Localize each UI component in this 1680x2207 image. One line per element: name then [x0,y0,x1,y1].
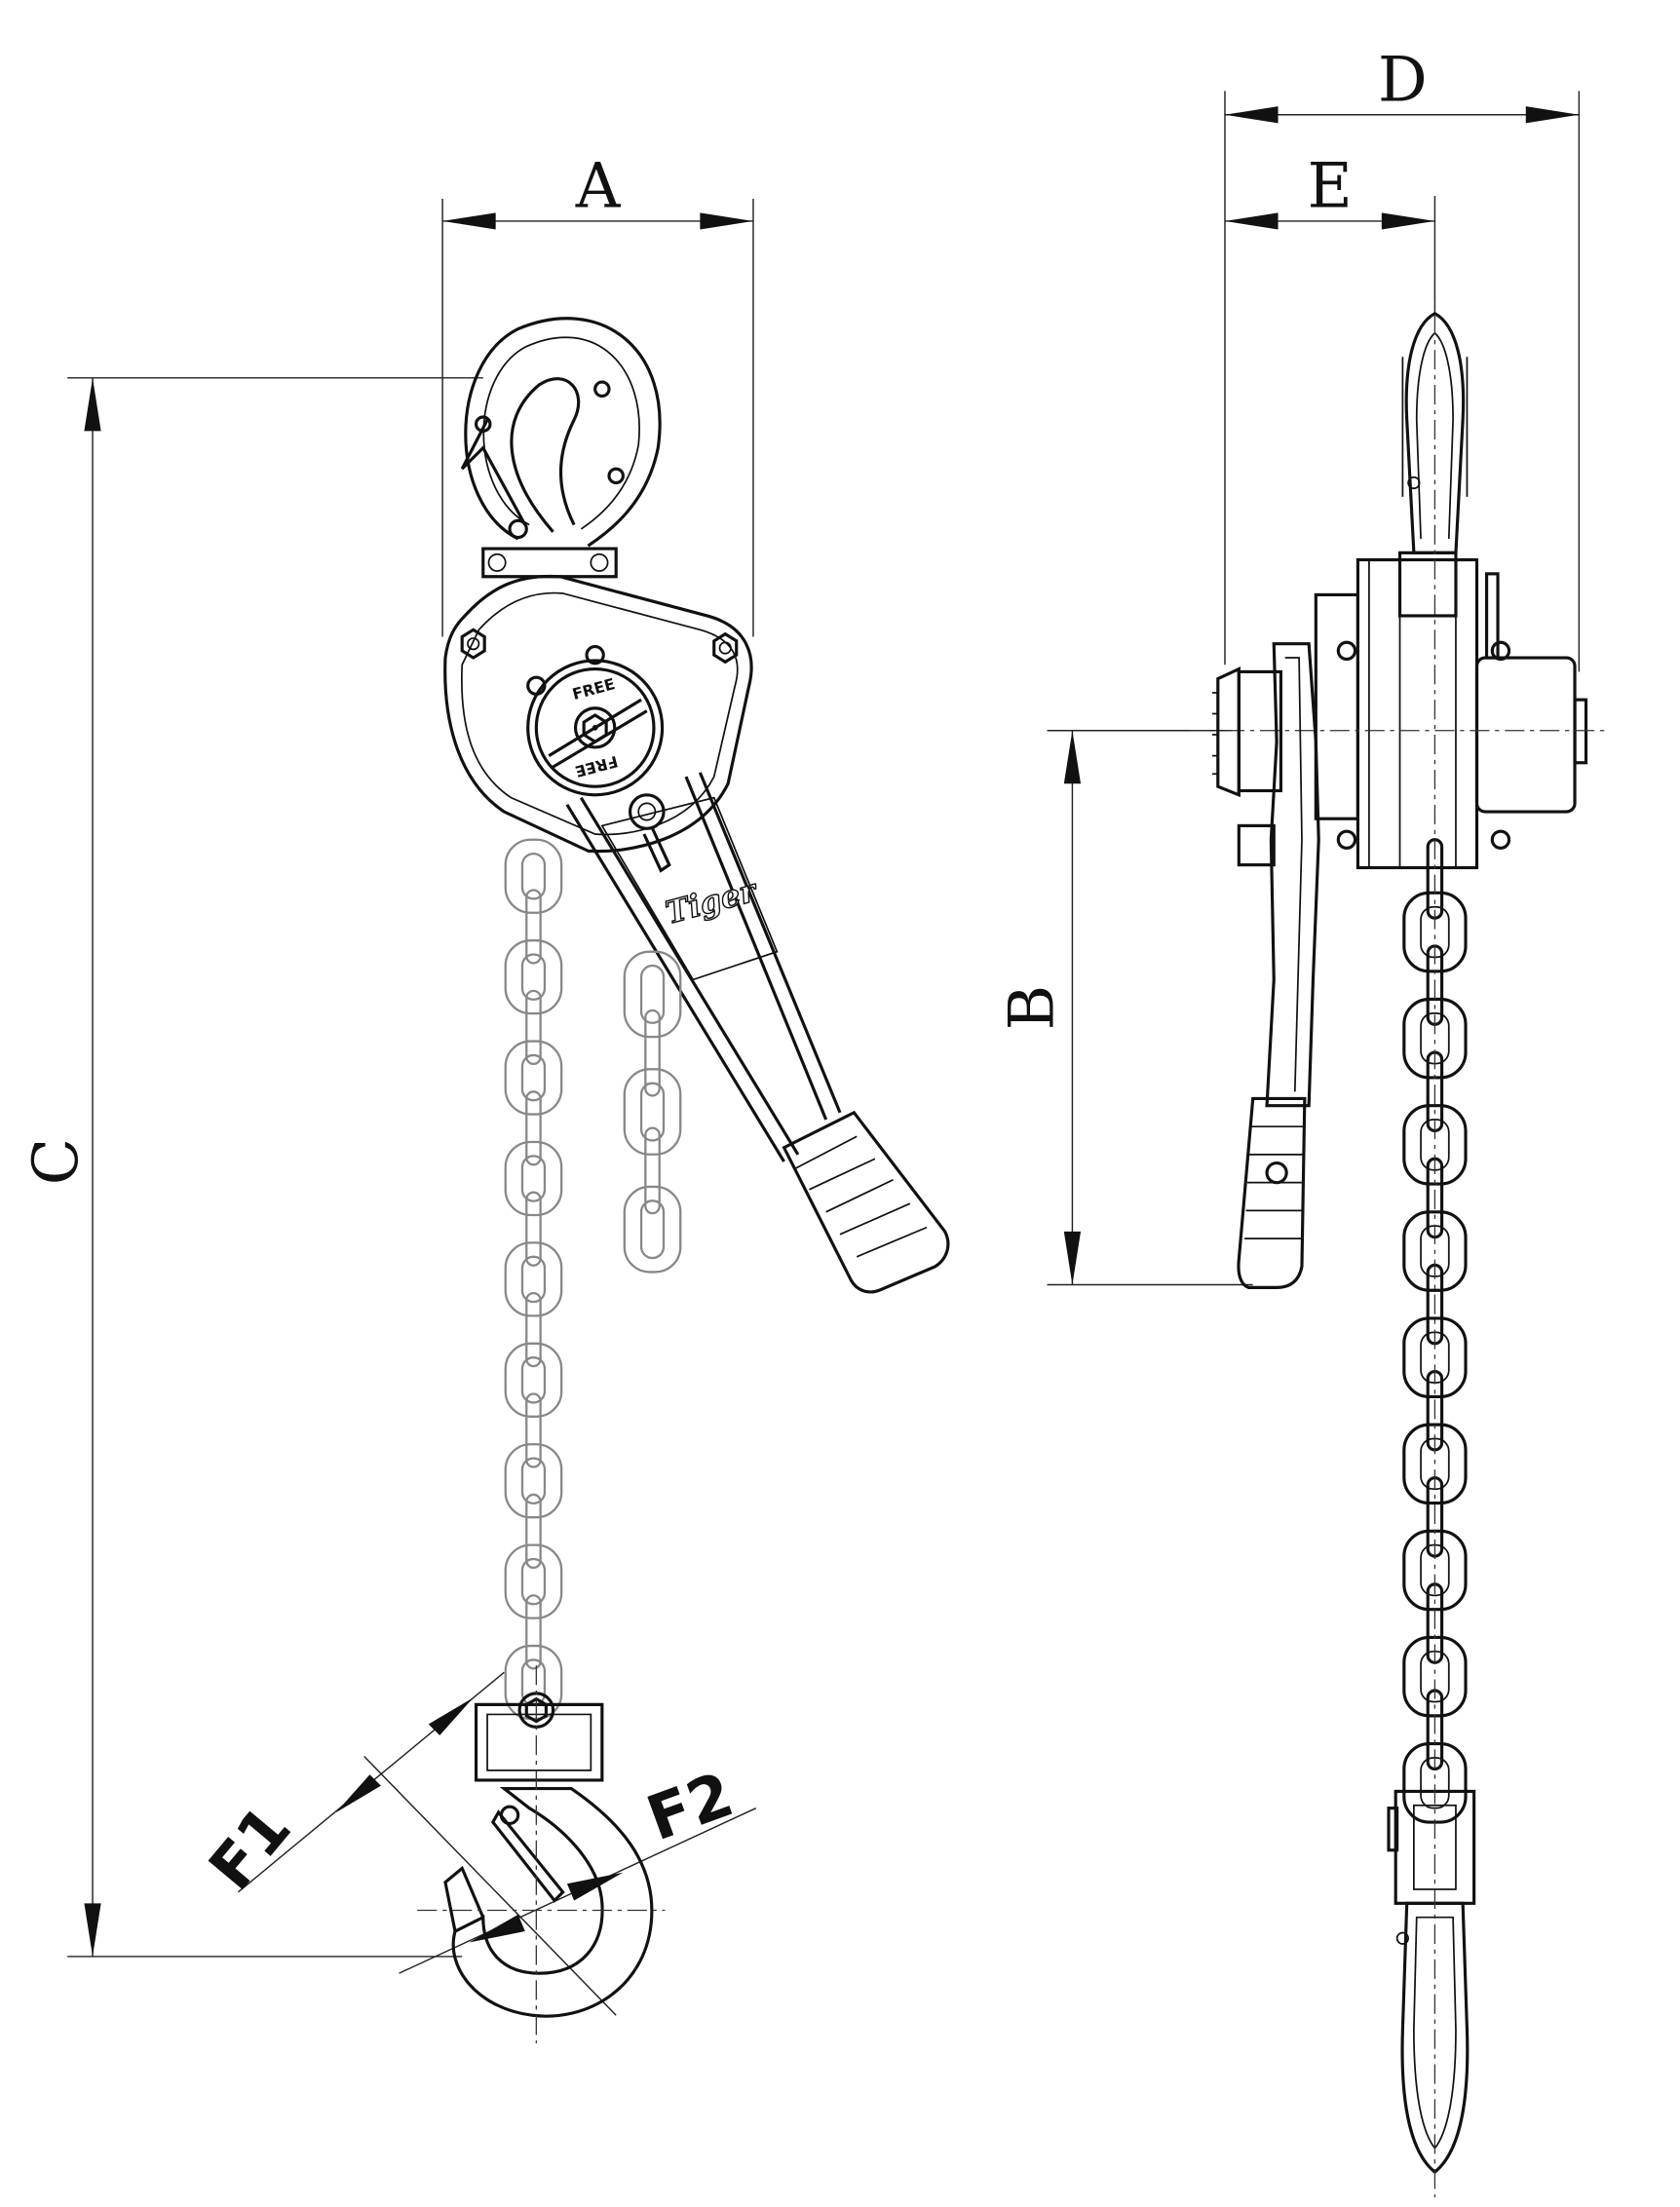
chain-link [623,950,682,1039]
chain-link [1402,1316,1468,1398]
chain-link-inner [520,953,547,1001]
dimension-d: D [1224,43,1581,672]
chain-link-inner [639,1199,666,1260]
free-chain-knob: FREE FREE [526,659,665,797]
chain-link [525,1291,542,1368]
chain-link [504,939,563,1015]
bottom-hook-side [1387,280,1476,2197]
chain-link-inner [520,1053,547,1102]
chain-link [623,1185,682,1274]
chain-link [1402,1104,1468,1186]
chain-link [525,989,542,1066]
dimension-b: B [995,730,1253,1286]
dimension-f1: F1 [195,1671,617,2016]
chain-link-inner [639,964,666,1024]
chain-link [525,1191,542,1267]
chain-link [1402,1210,1468,1292]
label-c: C [19,1138,92,1185]
label-b: B [995,985,1067,1030]
dimension-e: E [1224,150,1436,316]
chain-link [644,1008,661,1097]
top-hook-front [460,317,662,579]
chain-link [504,1543,563,1619]
load-chain-front [504,838,682,1721]
knob-text-free-bottom: FREE [573,752,620,781]
hoist-body-side [1190,551,1610,870]
chain-link-inner [639,1082,666,1142]
chain-link [644,1126,661,1215]
chain-link [525,1493,542,1570]
chain-link [525,1594,542,1670]
knob-and-lever-side [1212,642,1320,1289]
tiger-logo: Tiger [662,872,762,932]
chain-link-inner [520,1356,547,1404]
chain-link [504,1140,563,1217]
chain-link-inner [520,1557,547,1606]
chain-link-inner [520,852,547,900]
label-d: D [1378,43,1428,115]
chain-link [504,1342,563,1418]
dimension-c: C [19,377,483,1958]
label-e: E [1308,150,1353,222]
chain-link [504,838,563,914]
chain-link [623,1068,682,1156]
hoist-body-front [443,574,753,854]
chain-link [504,1443,563,1519]
chain-link-inner [520,1457,547,1504]
label-f1: F1 [195,1792,305,1903]
label-f2: F2 [637,1758,742,1854]
chain-link-inner [520,1155,547,1202]
label-a: A [575,150,622,222]
chain-link [504,1241,563,1317]
knob-text-free-top: FREE [570,674,617,704]
chain-link-inner [520,1255,547,1304]
chain-link [525,1090,542,1166]
chain-link [525,889,542,965]
dimension-a: A [441,150,754,637]
bottom-hook-front [417,1665,666,2043]
chain-link [504,1040,563,1116]
chain-link [525,1392,542,1468]
